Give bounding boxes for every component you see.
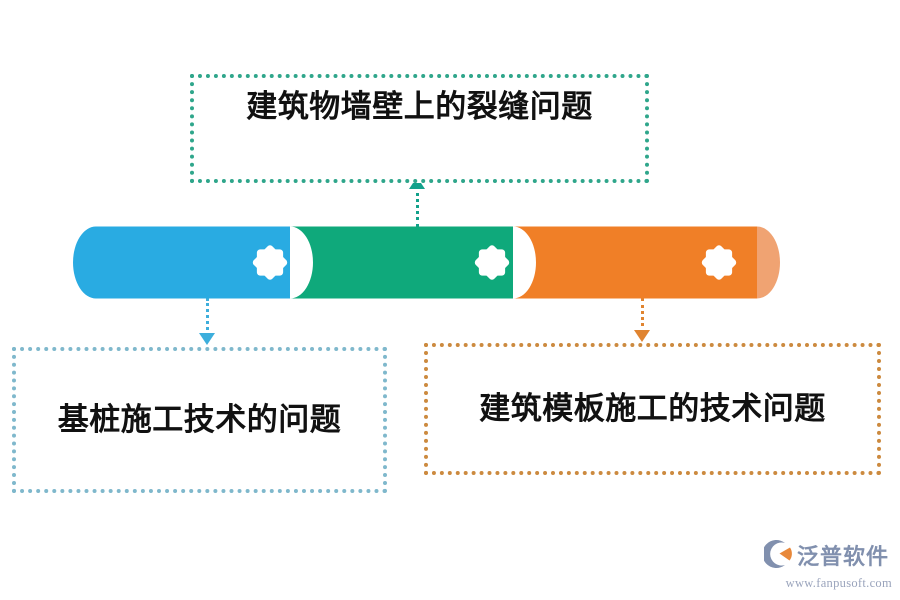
brand-name: 泛普软件 (797, 543, 890, 569)
callout-box-pile-foundation[interactable]: 基桩施工技术的问题 (12, 347, 387, 493)
callout-box-wall-crack[interactable]: 建筑物墙壁上的裂缝问题 (190, 74, 649, 183)
connector-line-up (416, 186, 419, 227)
callout-label-formwork: 建筑模板施工的技术问题 (479, 390, 826, 426)
callout-label-wall-crack: 建筑物墙壁上的裂缝问题 (246, 89, 593, 124)
fanpu-swirl-icon (762, 540, 794, 573)
cylinder-segment-blue (73, 226, 291, 299)
brand-logo: 泛普软件 www.fanpusoft.com (762, 540, 892, 590)
brand-logo-row: 泛普软件 (762, 540, 892, 573)
cylinder-segment-green (290, 226, 513, 299)
process-cylinder (60, 210, 780, 315)
connector-line-down-left (206, 298, 209, 336)
callout-label-pile-foundation: 基桩施工技术的问题 (57, 401, 342, 437)
connector-line-down-right (641, 298, 644, 333)
cylinder-segment-orange (513, 226, 780, 299)
callout-box-formwork[interactable]: 建筑模板施工的技术问题 (424, 343, 881, 475)
brand-url: www.fanpusoft.com (785, 576, 892, 590)
arrow-down-icon (634, 330, 650, 342)
arrow-down-icon (199, 333, 215, 345)
